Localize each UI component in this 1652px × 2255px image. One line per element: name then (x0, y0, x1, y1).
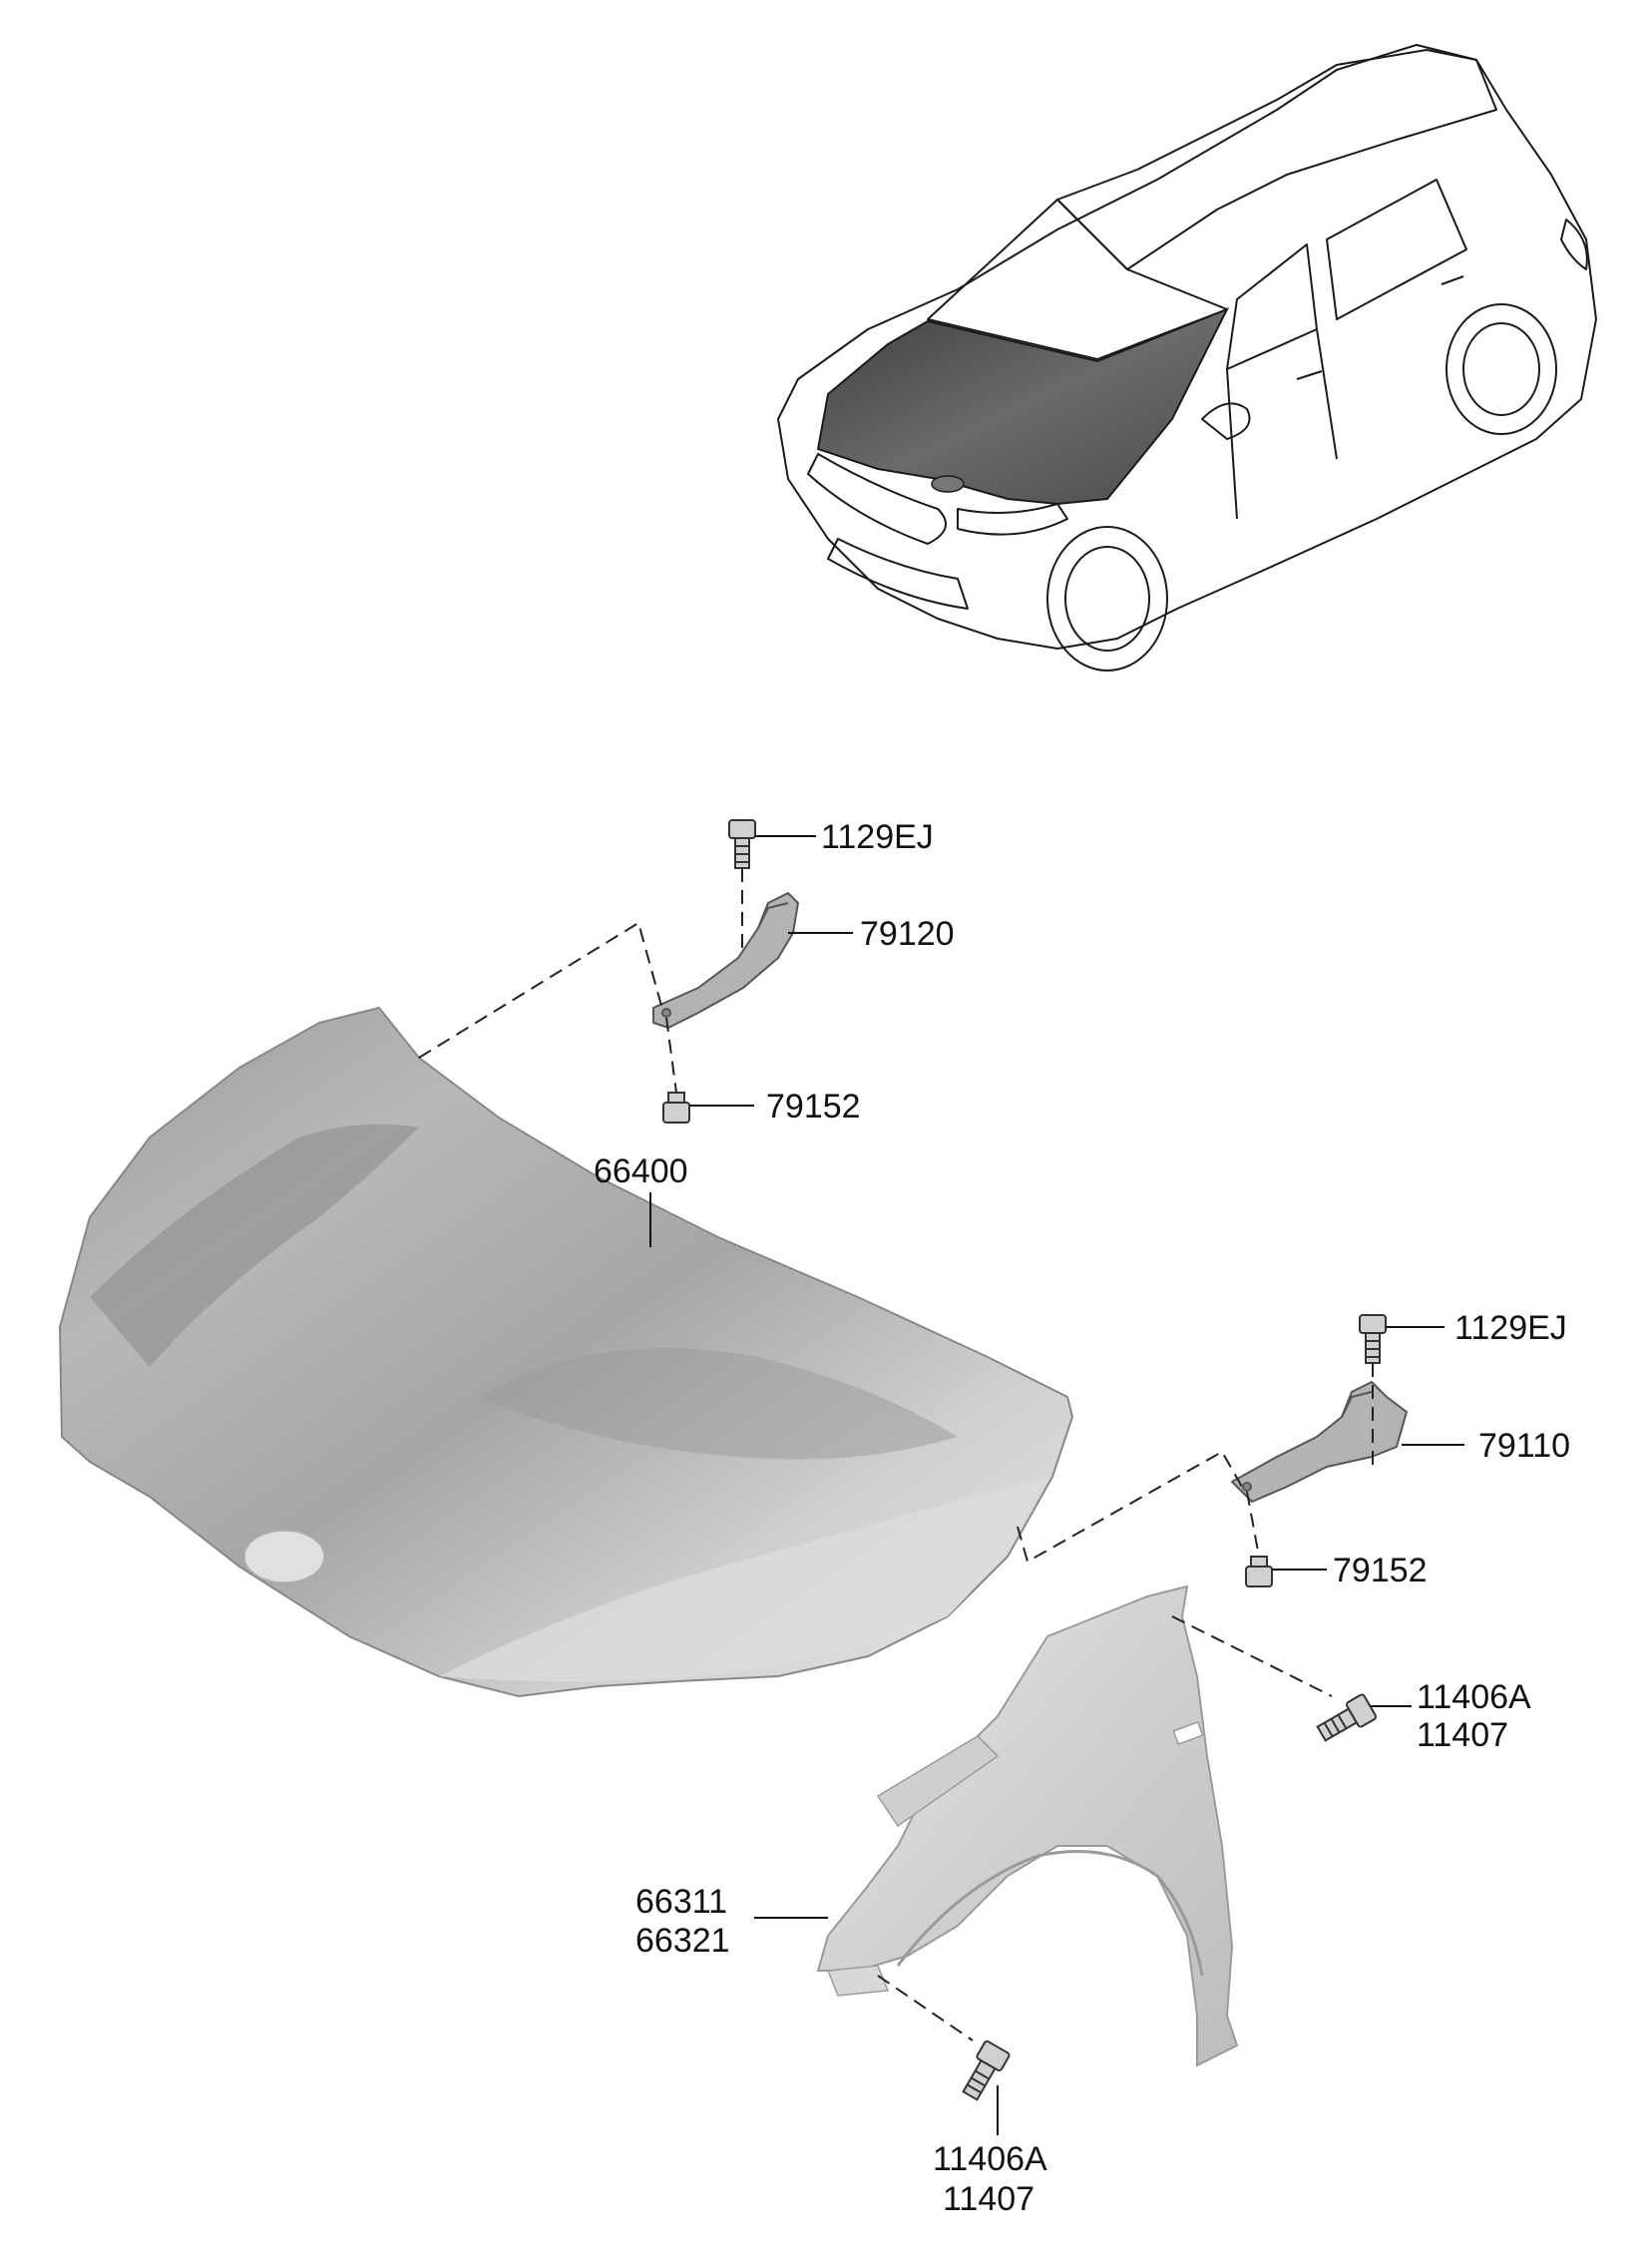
callout-bolt-fender-lower-a: 11406A (933, 2140, 1047, 2178)
fender-wheel-arch (896, 1850, 1204, 1977)
fender-surface (816, 1584, 1239, 2067)
vehicle-door-handle (1296, 275, 1464, 380)
callout-hood: 66400 (594, 1152, 688, 1190)
fender-side-marker-slot (1172, 1721, 1204, 1745)
vehicle-roof (1056, 49, 1497, 270)
callout-bolt-hinge-left: 1129EJ (821, 818, 934, 856)
vehicle-hood-highlight (816, 307, 1230, 506)
vehicle-door-line (1226, 328, 1338, 520)
callout-bolt-fender-upper-b: 11407 (1417, 1716, 1508, 1754)
callout-bolt-fender-lower-b: 11407 (943, 2180, 1034, 2218)
dash-fender-lower-bolt (877, 1975, 974, 2041)
vehicle-taillight (1560, 219, 1588, 270)
callout-hinge-left: 79120 (860, 915, 955, 953)
fender-lower-tab (826, 1965, 890, 1997)
hood-front-edge-shade (439, 1477, 1047, 1681)
callout-labels: 1129EJ 79120 79152 66400 1129EJ 79110 79… (594, 818, 1570, 2218)
callout-hinge-right: 79110 (1478, 1427, 1570, 1465)
assembly-lines (418, 868, 1374, 2041)
nut-right (1245, 1556, 1273, 1587)
vehicle-lower-grille (827, 538, 969, 610)
hood-crease-center (479, 1348, 958, 1460)
callout-bolt-fender-upper-a: 11406A (1417, 1678, 1531, 1716)
vehicle-rear-wheel-rim (1462, 322, 1540, 416)
vehicle-front-wheel-rim (1064, 546, 1150, 652)
hinge-right (1231, 1381, 1408, 1503)
vehicle-body-outline (777, 44, 1597, 650)
vehicle-side-window-front (1226, 243, 1318, 370)
callout-nut-right: 79152 (1333, 1552, 1428, 1589)
leader-lines (649, 835, 1464, 2135)
fender-front-flange (876, 1735, 1000, 1828)
vehicle-rear-wheel (1446, 303, 1557, 435)
vehicle-mirror (1201, 402, 1251, 440)
dash-right-hinge-to-nut (1246, 1491, 1260, 1558)
callout-fender-b: 66321 (635, 1922, 730, 1960)
dash-hood-to-left-hinge (418, 921, 664, 1059)
bolt-hinge-right (1359, 1314, 1387, 1364)
hood-emblem-recess (243, 1530, 325, 1583)
callout-bolt-hinge-right: 1129EJ (1454, 1309, 1567, 1347)
bolt-hinge-left (728, 819, 756, 869)
hinge-left (652, 892, 799, 1029)
hood-crease-left (90, 1124, 419, 1367)
vehicle-grille (807, 453, 947, 545)
vehicle-headlight (957, 503, 1068, 536)
vehicle-front-wheel (1046, 526, 1168, 672)
vehicle-overview (777, 44, 1597, 672)
vehicle-emblem (931, 475, 965, 493)
front-fender (816, 1584, 1239, 2067)
vehicle-windshield (927, 199, 1228, 360)
hood-panel (58, 1006, 1074, 1698)
dash-fender-upper-bolt (1171, 1615, 1333, 1697)
bolt-fender-lower (962, 2039, 1011, 2101)
nut-left (662, 1092, 690, 1124)
bolt-fender-upper (1316, 1693, 1378, 1742)
callout-fender-a: 66311 (635, 1883, 727, 1921)
vehicle-side-window-rear (1326, 179, 1467, 320)
callout-nut-left: 79152 (766, 1088, 861, 1126)
dash-left-hinge-to-nut (665, 1017, 677, 1094)
